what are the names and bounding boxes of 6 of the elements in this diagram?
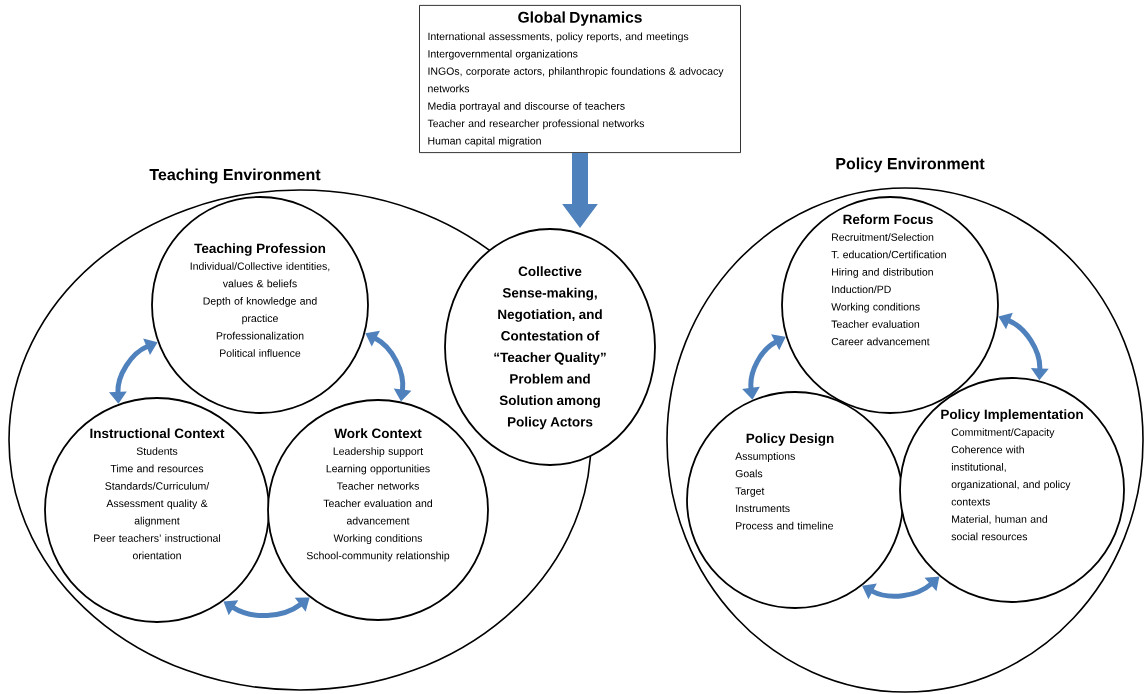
node-label: Policy Environment — [836, 157, 985, 173]
node-label: Material, human and social resources — [951, 515, 1048, 541]
node-label: Coherence with institutional, organizational, and policy contexts — [951, 445, 1071, 506]
node-label: Teaching Environment — [149, 168, 321, 184]
node-label: Commitment/Capacity — [951, 428, 1055, 438]
text-box: Global Dynamics International assessments, policy reports, and meetings Intergovernmental organizations INGOs, corporate actors, philanthropic foundations & advocacy networks Media portrayal and discourse of teachers Teacher and researcher professional networks Human capital migration — [419, 5, 741, 153]
